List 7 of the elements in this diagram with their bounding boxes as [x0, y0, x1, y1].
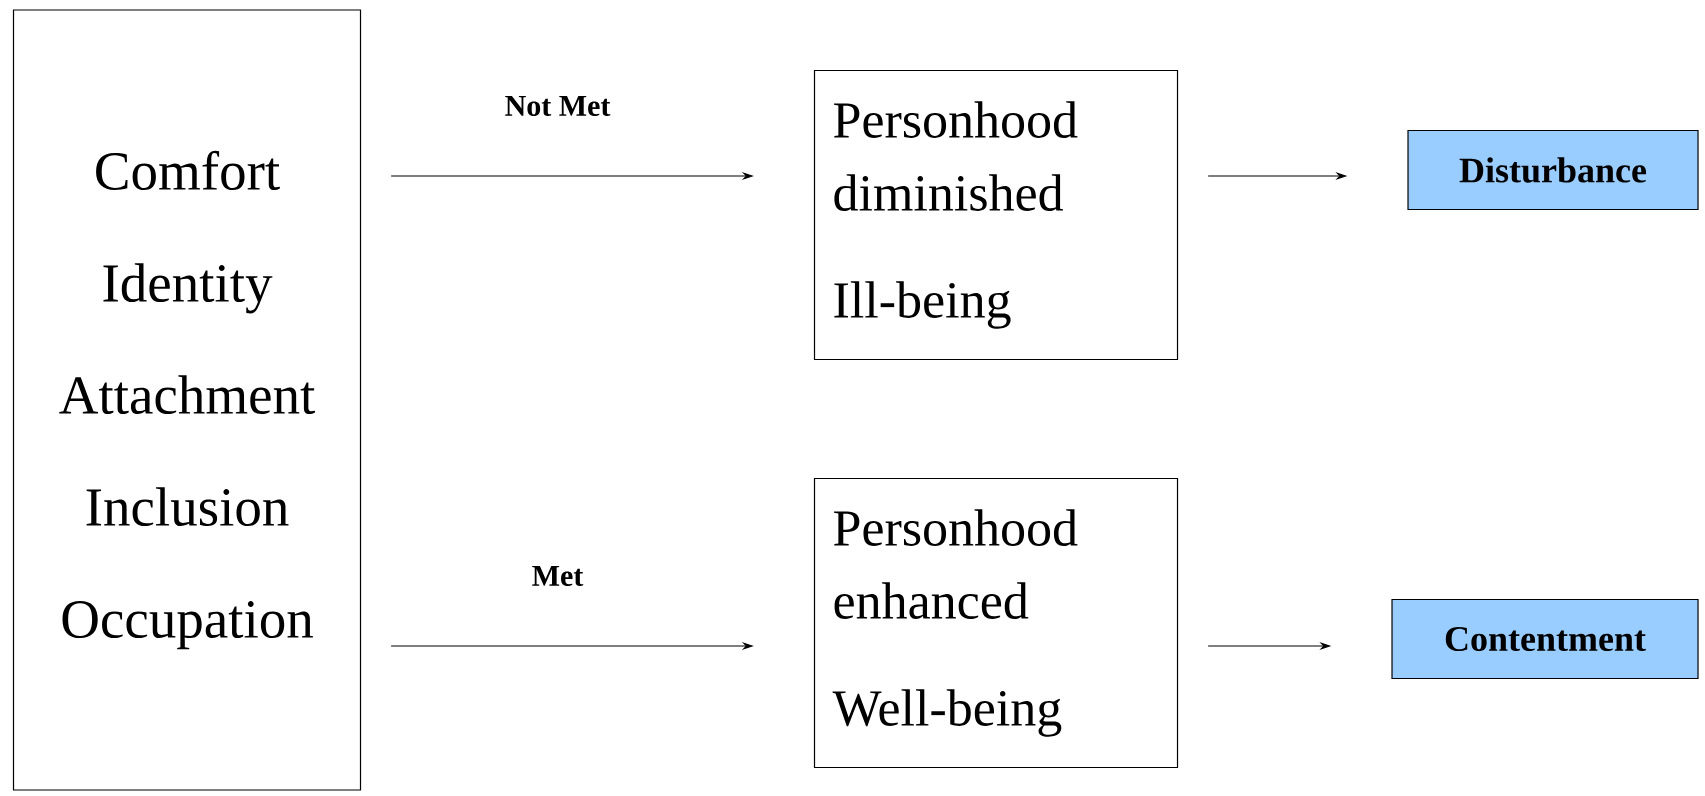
needs-box: Comfort Identity Attachment Inclusion Occupation	[12, 9, 362, 791]
state-box: Personhood diminished Ill-being	[813, 69, 1179, 361]
outcome-box: Disturbance	[1407, 129, 1699, 211]
edge-label: Not Met	[505, 96, 611, 116]
outcome-box: Contentment	[1391, 598, 1699, 680]
state-box: Personhood enhanced Well-being	[813, 477, 1179, 769]
edge-label: Met	[532, 566, 584, 586]
